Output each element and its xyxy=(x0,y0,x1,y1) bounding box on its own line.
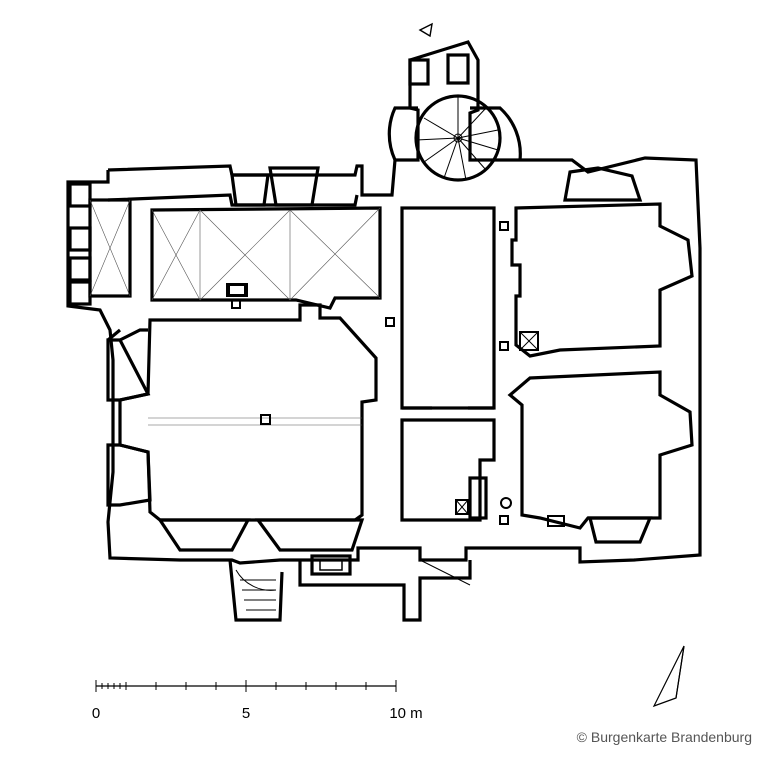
great-hall xyxy=(106,303,378,552)
lower-middle-room xyxy=(400,418,512,525)
outer-walls xyxy=(66,40,702,565)
scale-label-0: 0 xyxy=(92,705,100,722)
east-room-upper xyxy=(510,202,694,358)
scale-label-10: 10 m xyxy=(389,705,422,722)
exterior-stair xyxy=(235,569,277,611)
central-corridor xyxy=(385,206,509,410)
stair-tower xyxy=(387,22,522,182)
east-room-lower xyxy=(507,370,694,544)
south-annexes xyxy=(228,554,472,622)
window-niches xyxy=(230,166,643,207)
west-annex xyxy=(68,182,132,306)
spiral-stair-icon xyxy=(414,94,502,182)
vaulted-room xyxy=(150,206,382,310)
scale-bar: 0 5 10 m xyxy=(92,680,423,722)
north-marker-small-icon xyxy=(418,22,433,38)
credit-text: © Burgenkarte Brandenburg xyxy=(577,729,752,745)
scale-label-5: 5 xyxy=(242,705,250,722)
